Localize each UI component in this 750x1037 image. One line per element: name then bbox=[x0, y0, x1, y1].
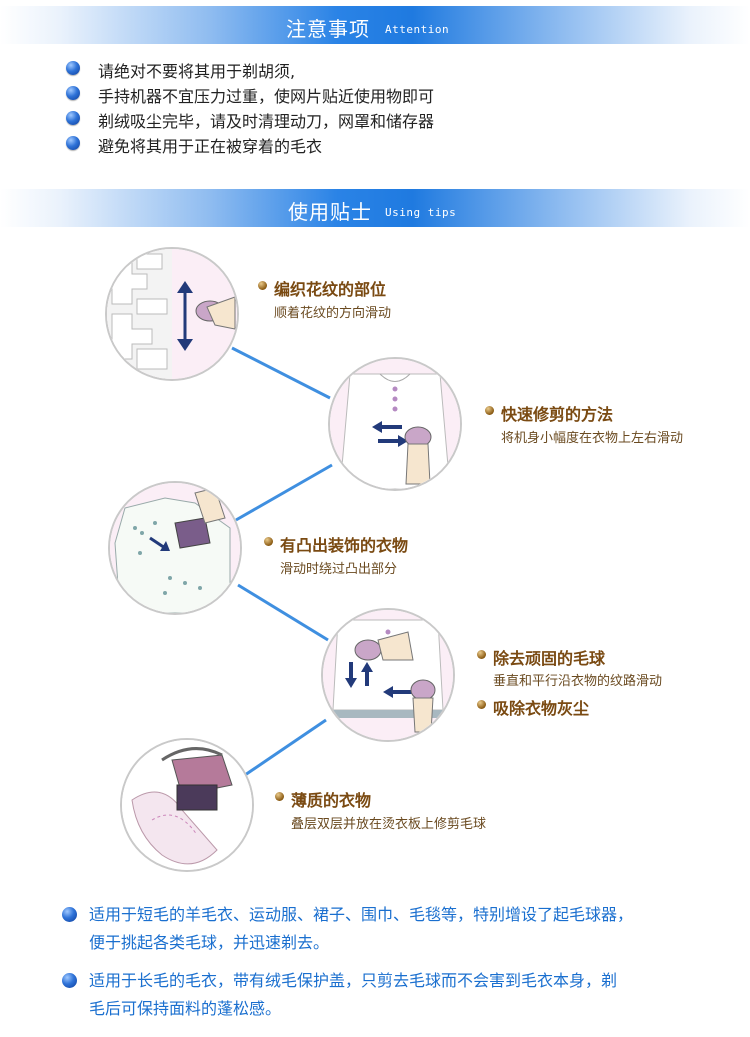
tip-bullet-icon bbox=[264, 537, 273, 546]
decoration-illustration bbox=[108, 481, 242, 615]
tip-title: 快速修剪的方法 bbox=[501, 405, 614, 424]
tip-title: 除去顽固的毛球 bbox=[493, 649, 606, 668]
note-text: 适用于短毛的羊毛衣、运动服、裙子、围巾、毛毯等，特别增设了起毛球器， 便于挑起各… bbox=[89, 901, 729, 957]
tip-bullet-icon bbox=[485, 406, 494, 415]
attention-banner: 注意事项 Attention bbox=[0, 6, 750, 44]
tips-subtitle: Using tips bbox=[385, 206, 457, 219]
tips-banner: 使用贴士 Using tips bbox=[0, 189, 750, 227]
tip-title: 吸除衣物灰尘 bbox=[493, 699, 590, 718]
tip-description: 叠层双层并放在烫衣板上修剪毛球 bbox=[291, 817, 487, 832]
note-text: 适用于长毛的毛衣，带有绒毛保护盖，只剪去毛球而不会害到毛衣本身，剃 毛后可保持面… bbox=[89, 967, 729, 1023]
thin-fabric-illustration bbox=[120, 738, 254, 872]
quick-trim-illustration bbox=[328, 357, 462, 491]
tip-description: 垂直和平行沿衣物的纹路滑动 bbox=[493, 674, 663, 689]
tip-description: 将机身小幅度在衣物上左右滑动 bbox=[501, 431, 684, 446]
bullet-icon bbox=[66, 86, 80, 100]
note-line: 适用于短毛的羊毛衣、运动服、裙子、围巾、毛毯等，特别增设了起毛球器， bbox=[89, 905, 634, 924]
attention-subtitle: Attention bbox=[385, 23, 450, 36]
note-line: 毛后可保持面料的蓬松感。 bbox=[89, 999, 282, 1018]
attention-item: 请绝对不要将其用于剃胡须, bbox=[98, 62, 296, 81]
connector-line bbox=[237, 583, 329, 642]
connector-line bbox=[244, 718, 327, 777]
tip-title: 有凸出装饰的衣物 bbox=[280, 536, 409, 555]
bullet-icon bbox=[66, 136, 80, 150]
attention-item: 手持机器不宜压力过重，使网片贴近使用物即可 bbox=[98, 87, 435, 106]
tips-title: 使用贴士 bbox=[288, 200, 372, 224]
tip-bullet-icon bbox=[258, 281, 267, 290]
attention-title: 注意事项 bbox=[286, 17, 370, 41]
tip-title: 薄质的衣物 bbox=[291, 791, 372, 810]
connector-line bbox=[231, 346, 331, 400]
connector-line bbox=[235, 463, 333, 522]
tip-description: 顺着花纹的方向滑动 bbox=[274, 306, 392, 321]
note-bullet-icon bbox=[62, 973, 77, 988]
tip-title: 编织花纹的部位 bbox=[274, 280, 387, 299]
attention-item: 避免将其用于正在被穿着的毛衣 bbox=[98, 137, 323, 156]
note-bullet-icon bbox=[62, 907, 77, 922]
knit-pattern-illustration bbox=[105, 247, 239, 381]
tip-bullet-icon bbox=[477, 650, 486, 659]
attention-item: 剃绒吸尘完毕，请及时清理动刀，网罩和储存器 bbox=[98, 112, 435, 131]
tip-bullet-icon bbox=[477, 700, 486, 709]
note-line: 便于挑起各类毛球，并迅速剃去。 bbox=[89, 933, 330, 952]
tip-bullet-icon bbox=[275, 792, 284, 801]
bullet-icon bbox=[66, 61, 80, 75]
stubborn-pills-illustration bbox=[321, 608, 455, 742]
note-line: 适用于长毛的毛衣，带有绒毛保护盖，只剪去毛球而不会害到毛衣本身，剃 bbox=[89, 971, 618, 990]
tip-description: 滑动时绕过凸出部分 bbox=[280, 562, 398, 577]
bullet-icon bbox=[66, 111, 80, 125]
